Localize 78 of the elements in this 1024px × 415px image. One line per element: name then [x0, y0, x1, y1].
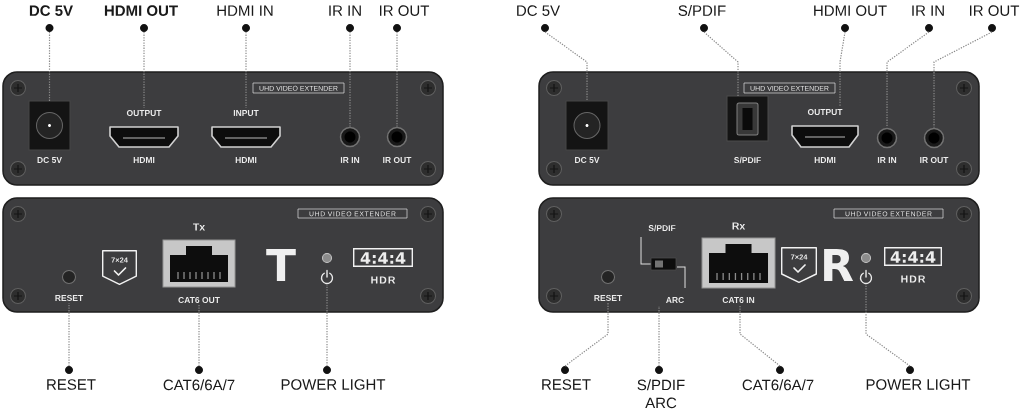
node-label: HDMI	[235, 157, 257, 163]
hdr-badge: 4:4:4 HDR	[353, 248, 413, 284]
callout-label: POWER LIGHT	[866, 379, 971, 390]
leader-line	[245, 31, 247, 109]
reset-button: RESET	[594, 270, 623, 301]
leader-line	[68, 302, 70, 367]
leader-line	[933, 31, 993, 129]
leader-line	[326, 284, 328, 367]
ethernet-port: Rx CAT6 IN	[701, 222, 776, 303]
callout-label: HDMI IN	[217, 5, 273, 16]
hdr-badge: 4:4:4 HDR	[884, 247, 943, 283]
callout-label: HDMI OUT	[104, 5, 178, 16]
node-label: Rx	[732, 222, 746, 230]
leader-line	[544, 31, 588, 102]
node-label: OUTPUT	[807, 109, 843, 116]
leader-line	[865, 284, 911, 367]
node-label: S/PDIF	[734, 156, 761, 164]
node-label: DC 5V	[575, 157, 600, 164]
ir-jack: IR IN	[876, 127, 898, 163]
node-label: CAT6 IN	[722, 297, 755, 304]
hdmi-port: INPUT HDMI	[211, 110, 281, 163]
ir-jack: IR OUT	[920, 127, 949, 163]
reset-button: RESET	[55, 270, 84, 301]
callout-label: CAT6/6A/7	[742, 379, 814, 391]
callout-label: S/PDIF	[678, 4, 726, 16]
node-label: IR OUT	[920, 157, 949, 164]
leader-line	[198, 304, 200, 367]
big-letter: T	[266, 248, 296, 282]
callout-label: IR IN	[329, 5, 361, 16]
node-label: IR IN	[877, 157, 897, 163]
node-label: RESET	[594, 295, 623, 302]
leader-line	[143, 31, 145, 109]
leader-line	[886, 31, 930, 129]
leader-line	[839, 31, 846, 108]
optical-port: S/PDIF	[726, 95, 769, 164]
ir-jack: IR OUT	[383, 126, 412, 163]
node-label: OUTPUT	[126, 110, 162, 117]
power-jack: DC 5V	[565, 100, 609, 163]
node-label: HDR	[901, 275, 926, 283]
leader-line	[739, 304, 781, 367]
node-label: DC 5V	[37, 157, 62, 164]
node-label: IR OUT	[383, 157, 412, 164]
callout-label: IR OUT	[970, 5, 1020, 16]
callout-label: S/PDIF ARC	[637, 379, 685, 409]
slide-switch: S/PDIF ARC	[640, 224, 686, 303]
node-label: CAT6 OUT	[178, 297, 220, 304]
node-label: IR IN	[340, 157, 360, 163]
node-label: S/PDIF	[648, 224, 676, 232]
node-label: RESET	[55, 295, 84, 302]
ethernet-port: Tx CAT6 OUT	[162, 223, 236, 303]
node-label: Tx	[193, 223, 206, 231]
hdmi-port: OUTPUT HDMI	[109, 110, 179, 163]
callout-label: DC 5V	[29, 5, 73, 16]
node-label: HDMI	[133, 157, 155, 163]
node-label: HDMI	[814, 157, 836, 163]
callout-label: IR OUT	[379, 5, 430, 16]
callout-label: RESET	[47, 379, 96, 390]
callout-label: IR IN	[912, 5, 944, 16]
power-led-icon	[320, 253, 334, 285]
leader-line	[564, 302, 609, 367]
leader-line	[658, 305, 660, 367]
leader-line	[396, 31, 398, 128]
big-letter: R	[824, 248, 854, 282]
leader-line	[48, 31, 51, 102]
power-led-icon	[859, 253, 873, 285]
leader-line	[349, 31, 351, 128]
power-jack: DC 5V	[28, 100, 71, 163]
node-label: HDR	[371, 276, 396, 284]
node-label: INPUT	[233, 110, 259, 116]
node-label: ARC	[666, 297, 684, 304]
ir-jack: IR IN	[339, 126, 361, 163]
callout-label: RESET	[542, 379, 591, 390]
hdmi-port: OUTPUT HDMI	[791, 109, 859, 163]
leader-line	[703, 31, 739, 97]
callout-label: DC 5V	[517, 5, 560, 16]
callout-label: HDMI OUT	[814, 5, 887, 16]
callout-label: CAT6/6A/7	[163, 379, 235, 391]
callout-label: POWER LIGHT	[281, 379, 386, 390]
